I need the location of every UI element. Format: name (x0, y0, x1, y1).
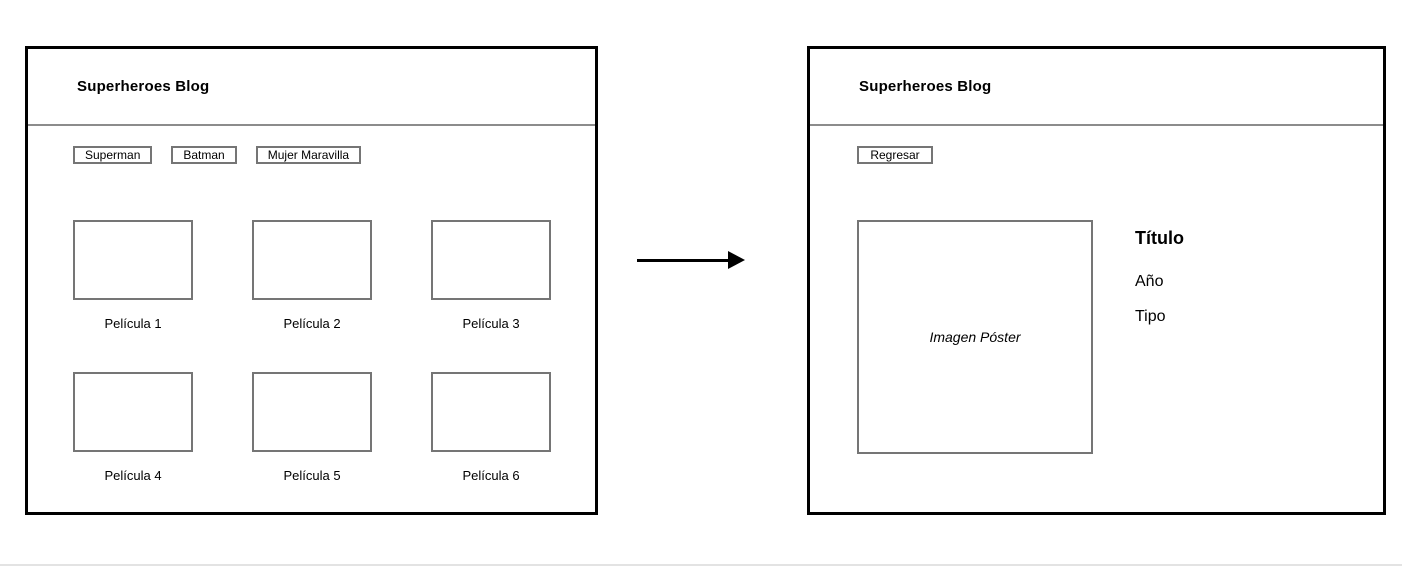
movie-label: Película 6 (462, 468, 520, 483)
movie-card[interactable]: Película 3 (431, 220, 551, 331)
arrow-head-icon (728, 251, 745, 269)
movie-poster-placeholder[interactable] (431, 372, 551, 452)
movie-card[interactable]: Película 6 (431, 372, 551, 483)
flow-arrow-icon (637, 250, 745, 270)
screen-movie-detail: Superheroes Blog Regresar Imagen Póster … (807, 46, 1386, 515)
movie-card[interactable]: Película 1 (73, 220, 193, 331)
movie-label: Película 3 (462, 316, 520, 331)
movie-grid: Película 1 Película 2 Película 3 Películ… (73, 220, 551, 483)
movie-poster-placeholder[interactable] (252, 220, 372, 300)
screen-movie-list: Superheroes Blog Superman Batman Mujer M… (25, 46, 598, 515)
detail-year-label: Año (1135, 273, 1164, 290)
hero-filter-nav: Superman Batman Mujer Maravilla (73, 146, 362, 164)
movie-list-header: Superheroes Blog (28, 49, 595, 126)
movie-detail-body: Regresar Imagen Póster Título Año Tipo (810, 126, 1383, 510)
movie-list-body: Superman Batman Mujer Maravilla Película… (28, 126, 595, 510)
movie-label: Película 5 (283, 468, 341, 483)
movie-card[interactable]: Película 2 (252, 220, 372, 331)
poster-placeholder-label: Imagen Póster (929, 329, 1021, 345)
batman-button[interactable]: Batman (171, 146, 237, 164)
poster-image-placeholder: Imagen Póster (857, 220, 1093, 454)
movie-poster-placeholder[interactable] (252, 372, 372, 452)
back-button[interactable]: Regresar (857, 146, 933, 164)
bottom-divider (0, 564, 1402, 566)
mujer-maravilla-button[interactable]: Mujer Maravilla (255, 146, 362, 164)
movie-poster-placeholder[interactable] (431, 220, 551, 300)
movie-detail-header: Superheroes Blog (810, 49, 1383, 126)
detail-type-label: Tipo (1135, 308, 1166, 325)
detail-title-label: Título (1135, 228, 1184, 248)
superman-button[interactable]: Superman (73, 146, 153, 164)
movie-card[interactable]: Película 4 (73, 372, 193, 483)
movie-label: Película 2 (283, 316, 341, 331)
arrow-line (637, 259, 730, 262)
movie-label: Película 4 (104, 468, 162, 483)
movie-card[interactable]: Película 5 (252, 372, 372, 483)
page-title: Superheroes Blog (77, 78, 210, 95)
movie-label: Película 1 (104, 316, 162, 331)
movie-poster-placeholder[interactable] (73, 372, 193, 452)
page-title: Superheroes Blog (859, 78, 992, 95)
movie-poster-placeholder[interactable] (73, 220, 193, 300)
